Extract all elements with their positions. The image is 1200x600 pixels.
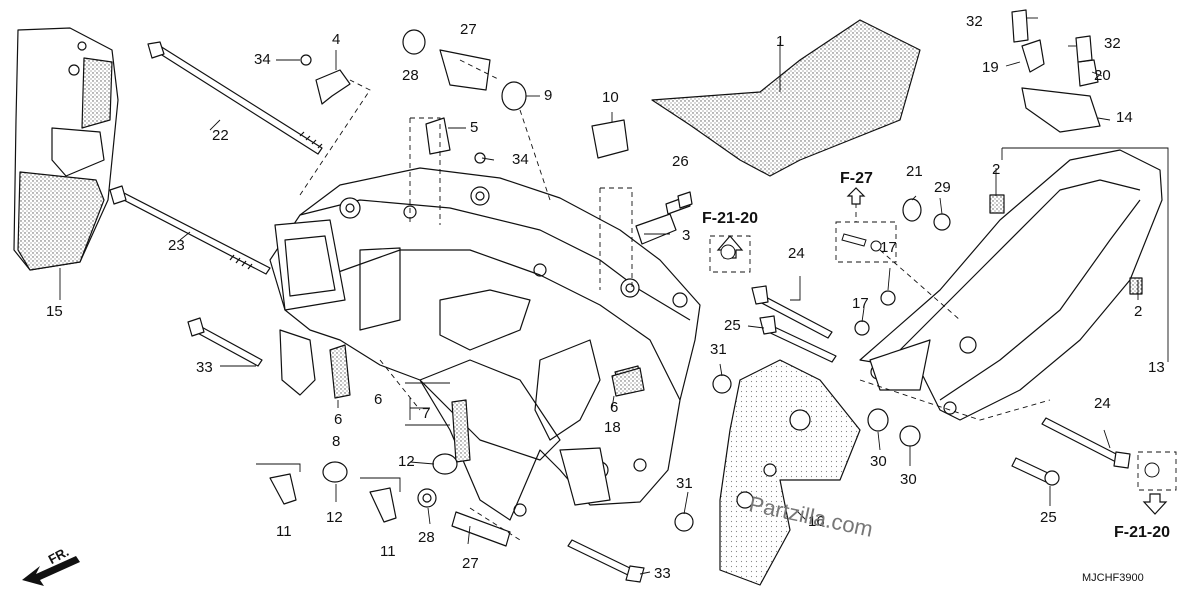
reference-label: F-21-20 xyxy=(702,210,759,227)
part-label-2: 2 xyxy=(1134,303,1143,320)
pad-16 xyxy=(719,359,861,586)
part-label-18: 18 xyxy=(604,419,621,436)
part-label-32: 32 xyxy=(1104,35,1121,52)
bracket-4 xyxy=(315,69,351,105)
part-label-6: 6 xyxy=(374,391,383,408)
collar-30-right xyxy=(899,425,921,447)
part-label-1: 1 xyxy=(776,33,785,50)
mount-27-bottom xyxy=(451,511,511,547)
grommet-21 xyxy=(902,198,922,222)
part-label-24: 24 xyxy=(1094,395,1111,412)
bush-10 xyxy=(591,119,629,159)
part-label-32: 32 xyxy=(966,13,983,30)
part-label-7: 7 xyxy=(422,405,431,422)
part-label-6: 6 xyxy=(334,411,343,428)
part-label-2: 2 xyxy=(992,161,1001,178)
part-label-5: 5 xyxy=(470,119,479,136)
side-cover-15 xyxy=(13,27,119,271)
part-label-31: 31 xyxy=(676,475,693,492)
bolt-23 xyxy=(109,185,271,275)
bolt-33-bottom xyxy=(567,539,635,577)
front-arrow-icon xyxy=(22,556,80,586)
part-label-3: 3 xyxy=(682,227,691,244)
collar-12 xyxy=(432,453,458,475)
part-label-33: 33 xyxy=(654,565,671,582)
part-label-29: 29 xyxy=(934,179,951,196)
part-label-11: 11 xyxy=(380,543,396,560)
part-label-20: 20 xyxy=(1094,67,1111,84)
nut-17-bottom xyxy=(854,320,870,336)
rubber-6-left xyxy=(329,344,351,399)
part-label-6: 6 xyxy=(610,399,619,416)
part-label-4: 4 xyxy=(332,31,341,48)
clamp-11-left xyxy=(269,473,297,505)
bracket-14 xyxy=(1021,87,1101,133)
label-2-right xyxy=(1129,277,1143,295)
bolt-26 xyxy=(677,191,693,209)
part-label-10: 10 xyxy=(602,89,619,106)
nut-28-bottom xyxy=(417,488,437,508)
bolt-25-right xyxy=(1011,457,1051,483)
nut-31-bottom xyxy=(674,512,694,532)
part-label-14: 14 xyxy=(1116,109,1133,126)
subframe-13 xyxy=(859,149,1163,421)
clip-19 xyxy=(1021,39,1045,73)
part-label-23: 23 xyxy=(168,237,185,254)
part-label-34: 34 xyxy=(254,51,271,68)
collar-8 xyxy=(322,461,348,483)
rubber-18 xyxy=(611,367,645,397)
part-label-34: 34 xyxy=(512,151,529,168)
part-label-8: 8 xyxy=(332,433,341,450)
part-label-30: 30 xyxy=(870,453,887,470)
bolt-22 xyxy=(147,41,323,155)
collar-30-left xyxy=(867,408,889,432)
nut-28-top xyxy=(402,29,426,55)
clamp-11-right xyxy=(369,487,397,523)
part-label-15: 15 xyxy=(46,303,63,320)
diagram-code: MJCHF3900 xyxy=(1082,572,1144,584)
part-label-30: 30 xyxy=(900,471,917,488)
bolt-32-left xyxy=(1011,9,1029,43)
part-label-25: 25 xyxy=(724,317,741,334)
reference-label: F-21-20 xyxy=(1114,524,1171,541)
part-label-11: 11 xyxy=(276,523,292,540)
part-label-22: 22 xyxy=(212,127,229,144)
part-label-12: 12 xyxy=(398,453,415,470)
part-label-28: 28 xyxy=(402,67,419,84)
rubber-7 xyxy=(451,399,471,463)
part-label-17: 17 xyxy=(880,239,897,256)
part-label-16: 16 xyxy=(808,513,825,530)
reference-label: F-27 xyxy=(840,170,873,187)
part-label-27: 27 xyxy=(462,555,479,572)
leader-lines xyxy=(59,17,1169,575)
part-label-19: 19 xyxy=(982,59,999,76)
nut-31-top xyxy=(712,374,732,394)
part-label-33: 33 xyxy=(196,359,213,376)
washer-9 xyxy=(501,81,527,111)
part-label-27: 27 xyxy=(460,21,477,38)
bolt-24-right xyxy=(1041,417,1121,463)
part-label-24: 24 xyxy=(788,245,805,262)
mount-27-top xyxy=(439,49,491,91)
part-label-26: 26 xyxy=(672,153,689,170)
bracket-3 xyxy=(635,213,677,245)
bracket-5 xyxy=(425,117,451,155)
bolt-32-right xyxy=(1075,35,1093,63)
collar-29 xyxy=(933,213,951,231)
cover-1 xyxy=(651,19,921,177)
part-label-13: 13 xyxy=(1148,359,1165,376)
label-2-top xyxy=(989,194,1005,214)
part-label-21: 21 xyxy=(906,163,923,180)
dashed-guides xyxy=(299,59,1177,541)
part-label-28: 28 xyxy=(418,529,435,546)
nut-17-top xyxy=(880,290,896,306)
part-label-12: 12 xyxy=(326,509,343,526)
part-label-25: 25 xyxy=(1040,509,1057,526)
part-label-17: 17 xyxy=(852,295,869,312)
part-label-9: 9 xyxy=(544,87,553,104)
part-label-31: 31 xyxy=(710,341,727,358)
main-frame xyxy=(269,167,701,521)
